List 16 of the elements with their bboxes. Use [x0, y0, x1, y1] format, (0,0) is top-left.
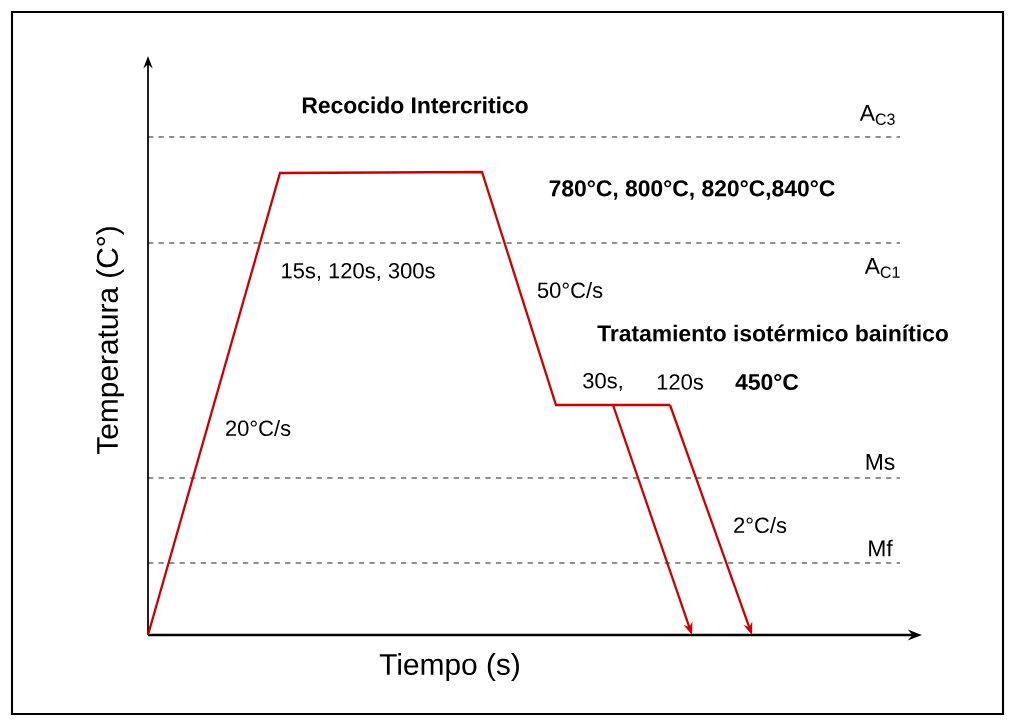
axis-label: Tiempo (s) [379, 653, 519, 681]
time-label: 30s, [583, 372, 622, 392]
time-label: 15s, 120s, 300s [282, 262, 435, 282]
line-label: Ms [866, 454, 895, 470]
line-label: A$_{C1}$ [864, 258, 900, 278]
heading: Recocido Intercritico [302, 96, 528, 114]
rate-label: 2°C/s [734, 516, 787, 534]
line-label: A$_{C3}$ [859, 105, 895, 125]
rate-label: 50°C/s [537, 281, 603, 299]
line-label: Mf [869, 539, 893, 557]
temperature-label: 450°C [735, 373, 799, 391]
time-label: 120s [657, 374, 704, 390]
axis-label: Temperatura (C°) [96, 227, 124, 455]
temperature-label: 780°C, 800°C, 820°C,840°C [549, 180, 835, 200]
stage-label: Tratamiento isotérmico bainítico [597, 324, 948, 342]
rate-label: 20°C/s [226, 419, 291, 437]
